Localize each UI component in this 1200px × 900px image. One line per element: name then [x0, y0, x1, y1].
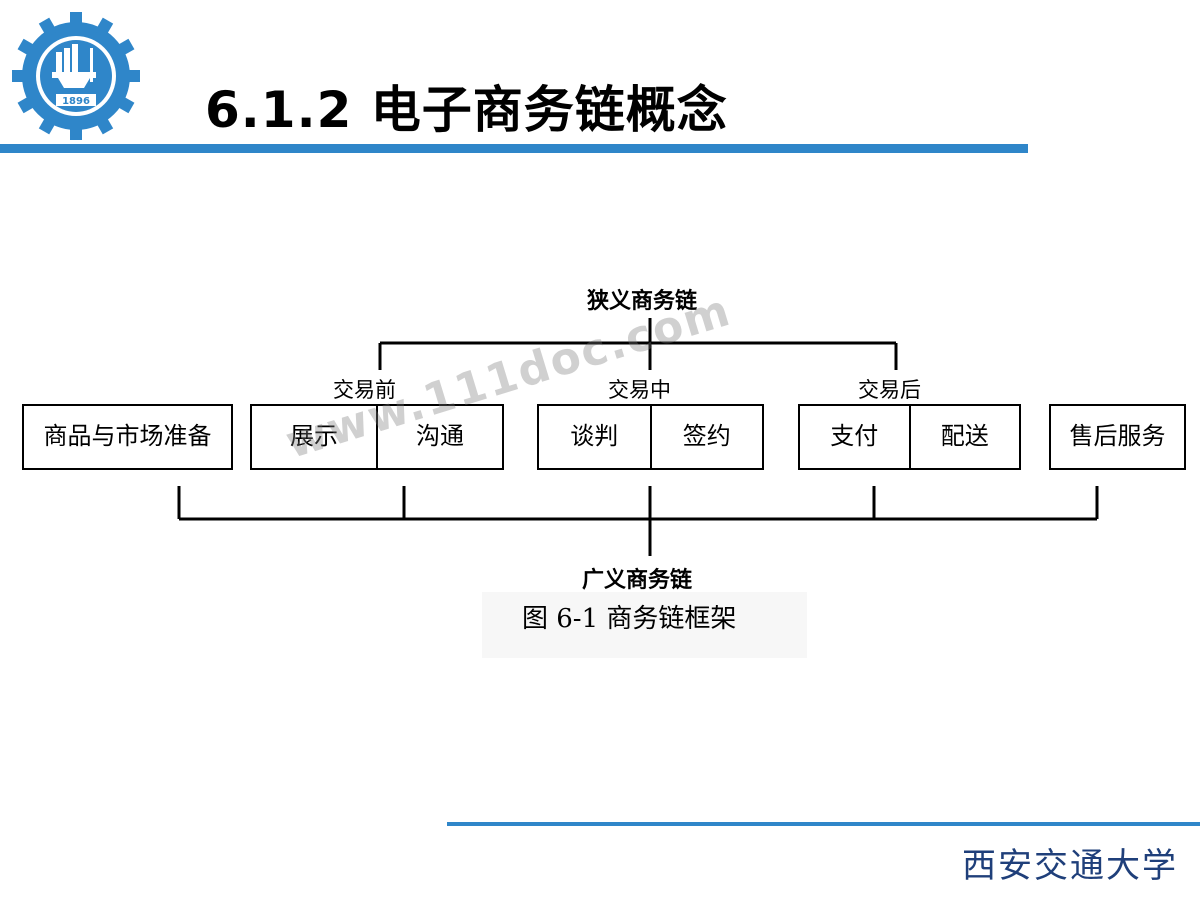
- box-market-prep-label: 商品与市场准备: [43, 422, 212, 450]
- broad-chain-label: 广义商务链: [582, 568, 693, 593]
- footer-divider: [447, 822, 1200, 826]
- box-in-trade: 谈判 签约: [537, 404, 764, 470]
- box-display-label: 展示: [290, 422, 338, 450]
- box-after-sales: 售后服务: [1049, 404, 1186, 470]
- university-name: 西安交通大学: [962, 846, 1178, 886]
- box-pre-trade: 展示 沟通: [250, 404, 504, 470]
- phase-before-label: 交易前: [333, 378, 396, 402]
- box-pay-label: 支付: [830, 422, 879, 450]
- figure-caption: 图 6-1 商务链框架: [522, 604, 737, 634]
- phase-during-label: 交易中: [608, 378, 671, 402]
- phase-after-label: 交易后: [858, 378, 921, 402]
- box-sign-label: 签约: [649, 406, 763, 468]
- box-post-trade: 支付 配送: [798, 404, 1021, 470]
- box-deliver-label: 配送: [908, 406, 1020, 468]
- logo-year: 1896: [62, 96, 90, 107]
- box-after-sales-label: 售后服务: [1069, 422, 1166, 450]
- header-divider: [0, 144, 1028, 153]
- narrow-chain-label: 狭义商务链: [587, 289, 698, 314]
- university-logo: 1896: [12, 12, 140, 140]
- box-communicate-label: 沟通: [376, 406, 502, 468]
- box-negotiate-label: 谈判: [570, 422, 619, 450]
- box-market-prep: 商品与市场准备: [22, 404, 233, 470]
- page-title: 6.1.2 电子商务链概念: [205, 81, 728, 139]
- caption-background: [482, 592, 807, 658]
